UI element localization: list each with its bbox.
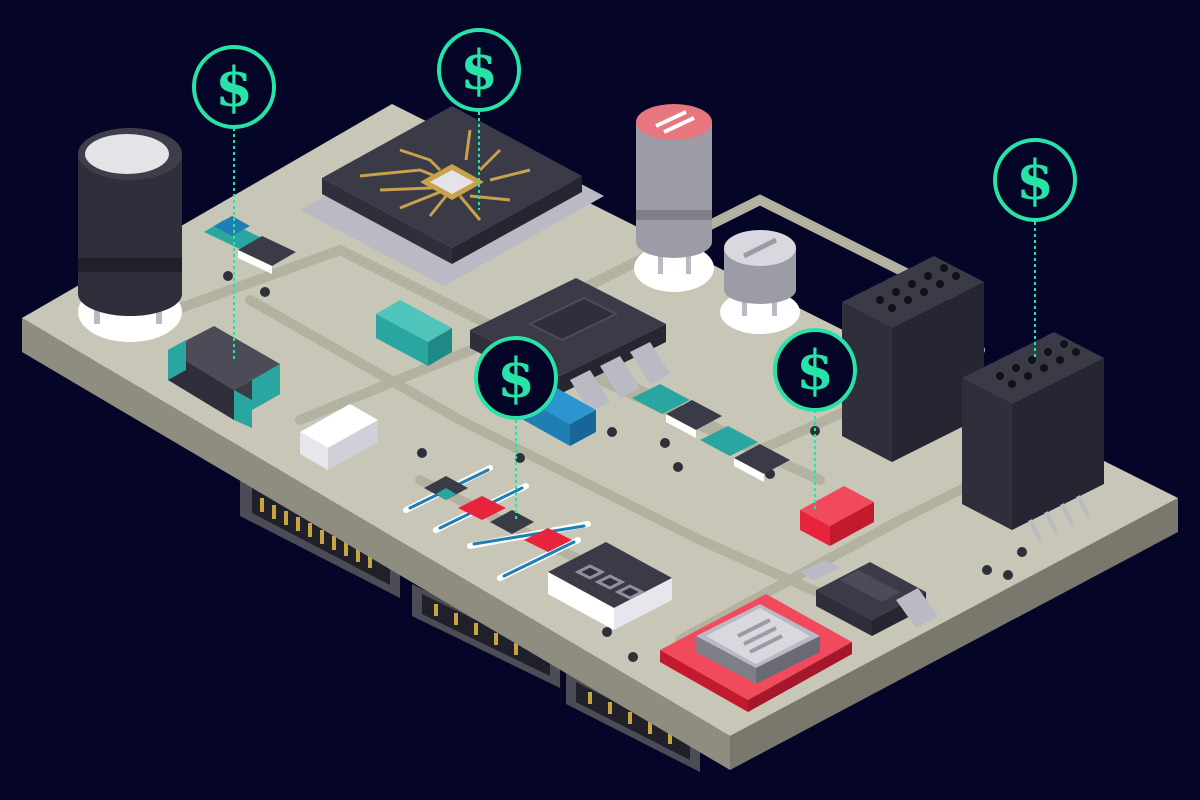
edge-connector-left	[240, 478, 400, 598]
board-side-right	[730, 498, 1178, 770]
smd-capacitor-block-left	[168, 326, 280, 428]
cost-marker-center: $	[474, 336, 558, 420]
seven-segment-display	[548, 542, 672, 630]
microprocessor-chip	[300, 106, 604, 286]
processor-gold-traces	[359, 129, 531, 221]
smd-components-center	[632, 384, 790, 482]
dollar-sign-icon: $	[1016, 148, 1054, 212]
edge-connector-middle	[412, 584, 560, 688]
marker-leader-lines	[233, 112, 1036, 520]
axial-resistors	[403, 465, 591, 581]
white-component-block	[300, 404, 378, 470]
cost-marker-connector: $	[993, 138, 1077, 222]
board-vias	[223, 271, 1027, 662]
pin-header-connector-back	[842, 256, 984, 462]
electrolytic-capacitor-medium	[634, 104, 714, 292]
edge-connector-right	[566, 672, 700, 772]
teal-component-block	[376, 300, 452, 366]
cost-marker-processor: $	[437, 28, 521, 112]
cost-markers: $ $ $ $ $	[192, 28, 1077, 420]
cost-marker-capacitor-left: $	[192, 45, 276, 129]
smd-transistor	[800, 560, 938, 636]
board-side-left	[22, 318, 730, 770]
cost-marker-red-component: $	[773, 328, 857, 412]
dollar-sign-icon: $	[460, 38, 498, 102]
pin-header-connector-front	[962, 332, 1104, 541]
electrolytic-capacitor-large	[78, 128, 182, 342]
smd-resistor-top-left	[204, 216, 262, 250]
power-inductor	[660, 594, 852, 712]
dollar-sign-icon: $	[796, 338, 834, 402]
dollar-sign-icon: $	[215, 55, 253, 119]
trimmer-potentiometer	[720, 230, 800, 334]
red-component	[800, 486, 874, 546]
smd-chip-dark-top-left	[238, 236, 296, 274]
dollar-sign-icon: $	[497, 346, 535, 410]
